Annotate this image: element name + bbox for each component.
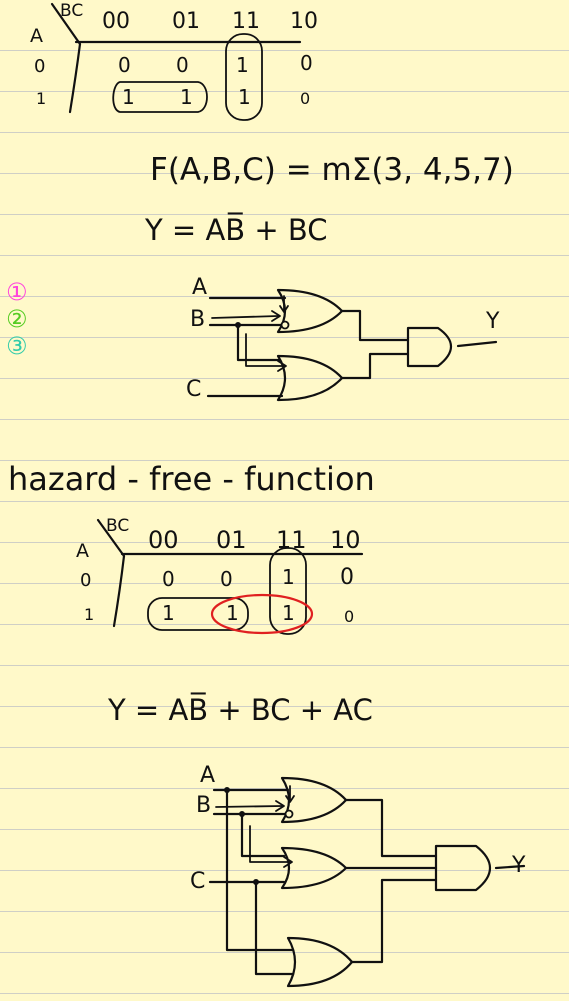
section-heading: hazard - free - function	[8, 460, 375, 498]
wire-or2-out	[340, 352, 410, 380]
kmap-2-col-01: 01	[216, 526, 247, 554]
marker-3: ③	[6, 332, 28, 360]
kmap-2-diagonal	[96, 518, 126, 558]
c2-or-gate-1	[280, 776, 348, 824]
kmap-1-col-var: BC	[60, 1, 83, 21]
expression-1: Y = AB̅ + BC	[144, 213, 328, 247]
c2-or-gate-3	[286, 936, 354, 988]
marker-2: ②	[6, 305, 28, 333]
pink-arrow	[211, 315, 279, 319]
kmap-2-group-a-notb	[147, 597, 249, 631]
function-definition: F(A,B,C) = mΣ(3, 4,5,7)	[150, 152, 514, 188]
kmap-2-cell: 0	[340, 565, 354, 590]
kmap-1-col-00: 00	[102, 9, 130, 34]
circuit-2-input-c: C	[190, 869, 205, 894]
or-gate-1	[276, 288, 344, 334]
kmap-2-col-00: 00	[148, 526, 179, 554]
kmap-2-col-var: BC	[106, 516, 129, 536]
kmap-1-cell: 0	[176, 53, 189, 77]
kmap-2-cell: 0	[220, 567, 233, 591]
c2-pink-arrowhead	[275, 800, 285, 812]
or-gate-2	[276, 354, 344, 402]
kmap-2-cell: 0	[344, 607, 354, 626]
circuit-1-output: Y	[485, 309, 500, 334]
kmap-2-group-ac	[210, 593, 314, 635]
kmap-2-row-1: 1	[84, 605, 94, 624]
kmap-2: BC A 00 01 11 10 0 1 0 0 1 0 1 1 1 0	[76, 516, 364, 635]
kmap-1-left-rule	[68, 42, 82, 114]
inverter-bubble	[280, 320, 290, 330]
kmap-2-cell: 1	[162, 601, 175, 625]
kmap-1-diagonal	[50, 2, 82, 46]
kmap-1-cell: 1	[238, 85, 251, 109]
c2-wire-or1-out	[344, 798, 438, 858]
c2-wire-c-branch	[254, 880, 294, 976]
c2-and-gate	[434, 844, 492, 892]
kmap-2-row-var: A	[76, 540, 89, 562]
c2-teal-arrow	[249, 825, 291, 863]
kmap-1-row-var: A	[30, 25, 43, 47]
kmap-2-left-rule	[112, 554, 126, 628]
kmap-1-cell: 1	[180, 85, 193, 109]
kmap-1-row-1: 1	[36, 89, 46, 108]
wire-or1-out	[340, 309, 410, 342]
kmap-1-group-a-notb	[112, 81, 208, 113]
kmap-1: BC A 00 01 11 10 0 1 0 0 1 0 1 1 1 0	[30, 1, 318, 121]
circuit-2: A B C Y	[190, 763, 526, 988]
c2-or-gate-2	[280, 846, 348, 890]
kmap-2-cell: 1	[282, 601, 295, 625]
kmap-2-cell: 0	[162, 567, 175, 591]
kmap-2-cell: 1	[282, 565, 295, 589]
kmap-2-col-10: 10	[330, 526, 361, 554]
c2-wire-a-branch	[225, 788, 294, 952]
kmap-1-cell: 1	[122, 85, 135, 109]
kmap-1-cell: 0	[300, 51, 313, 75]
kmap-1-row-0: 0	[34, 56, 45, 77]
wire-b-branch	[236, 323, 282, 362]
kmap-2-cell: 1	[226, 601, 239, 625]
circuit-2-input-b: B	[196, 793, 211, 818]
circuit-1: A B C Y	[186, 275, 500, 402]
pink-arrowhead	[271, 310, 281, 322]
kmap-1-cell: 0	[300, 89, 310, 108]
kmap-1-col-01: 01	[172, 9, 200, 34]
kmap-2-group-bc	[269, 547, 307, 635]
wire-output	[456, 340, 498, 348]
c2-pink-arrow	[215, 805, 283, 808]
c2-wire-output	[494, 864, 526, 870]
and-gate	[406, 326, 453, 368]
c2-wire-b-branch	[240, 812, 286, 858]
c2-wire-or3-out	[350, 878, 438, 964]
c2-inverter-bubble	[284, 809, 294, 819]
circuit-1-input-a: A	[192, 275, 207, 300]
circuit-1-input-c: C	[186, 377, 201, 402]
kmap-1-col-11: 11	[232, 9, 260, 34]
circuit-1-input-b: B	[190, 307, 205, 332]
kmap-1-cell: 1	[236, 53, 249, 77]
circuit-2-input-a: A	[200, 763, 215, 788]
kmap-1-col-10: 10	[290, 9, 318, 34]
teal-arrow	[245, 333, 285, 367]
kmap-1-cell: 0	[118, 53, 131, 77]
marker-1: ①	[6, 278, 28, 306]
kmap-1-group-bc	[225, 33, 263, 121]
kmap-2-row-0: 0	[80, 570, 91, 591]
expression-2: Y = AB̅ + BC + AC	[107, 693, 373, 727]
